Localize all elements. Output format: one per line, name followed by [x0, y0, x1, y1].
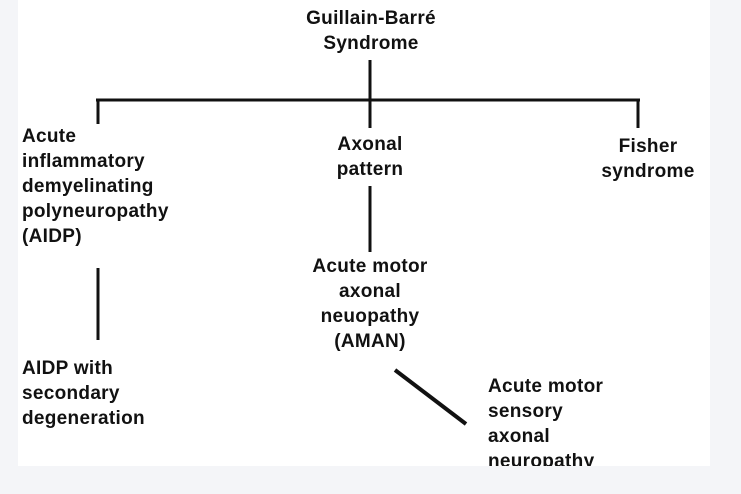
- connector-lines: [96, 60, 640, 426]
- branch-node-aidp: Acute inflammatory demyelinating polyneu…: [22, 126, 169, 247]
- diagram-canvas: Guillain-Barré Syndrome Acute inflammato…: [18, 0, 710, 466]
- aman-to-amsan-line: [393, 368, 468, 426]
- child-node-aman: Acute motor axonal neuopathy (AMAN): [312, 256, 428, 352]
- branch-node-fisher-syndrome: Fisher syndrome: [601, 136, 695, 182]
- branch-node-axonal-pattern: Axonal pattern: [336, 134, 404, 180]
- root-node-guillain-barre: Guillain-Barré Syndrome: [306, 8, 436, 54]
- child-node-amsan: Acute motor sensory axonal neuropathy (A…: [488, 376, 604, 466]
- child-node-aidp-secondary-degeneration: AIDP with secondary degeneration: [22, 358, 145, 429]
